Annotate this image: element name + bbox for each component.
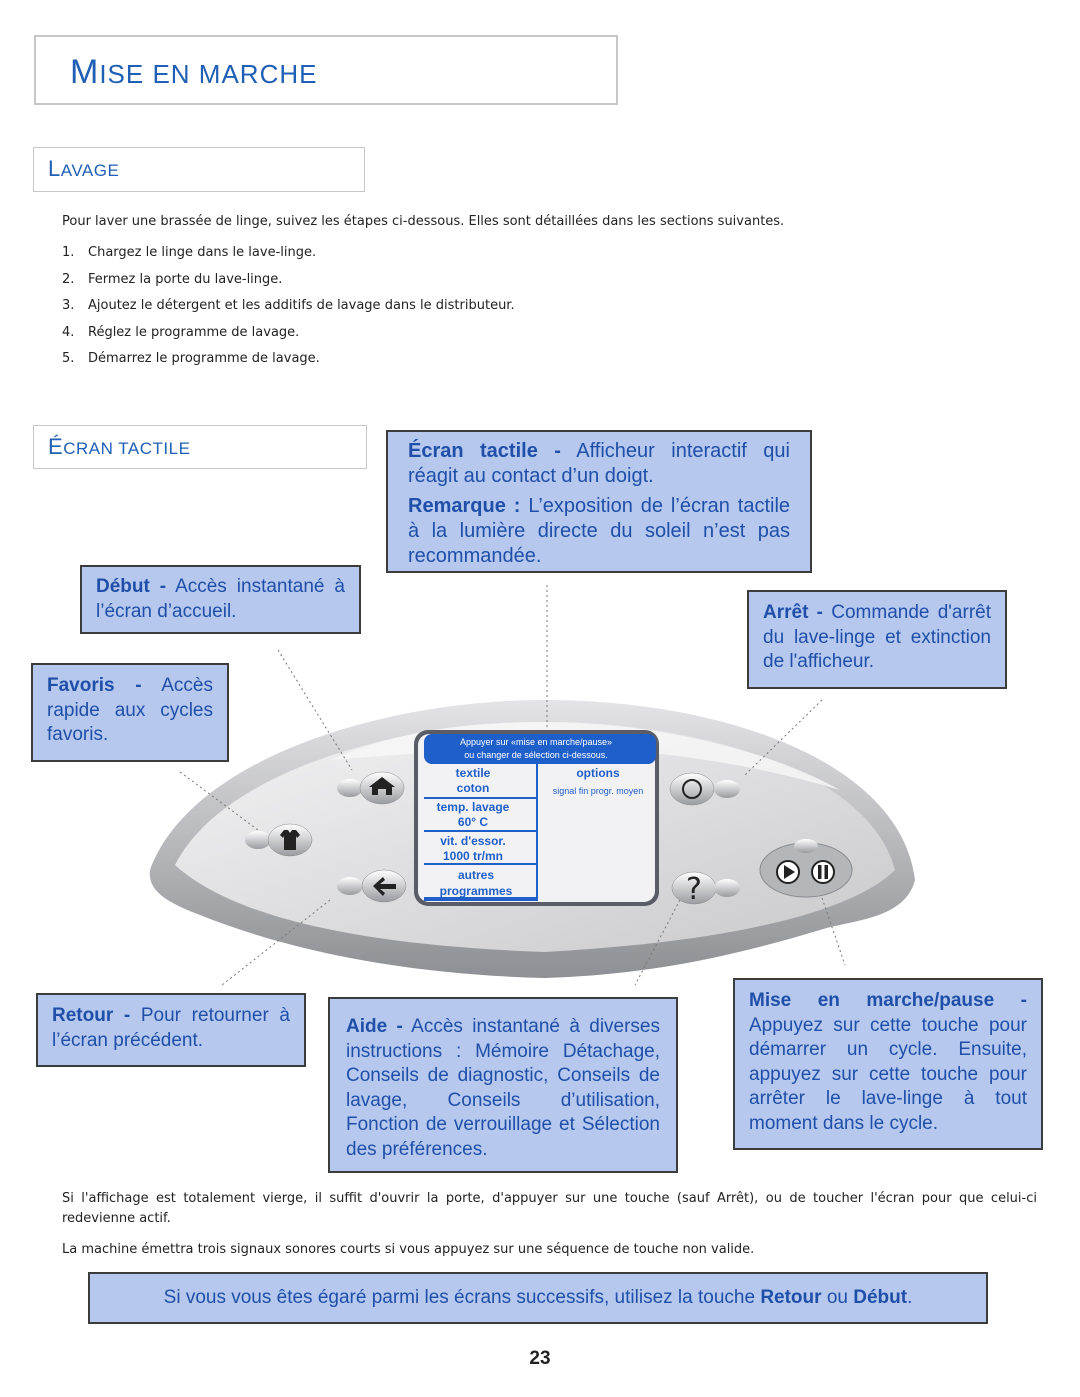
- list-item: 1. Chargez le linge dans le lave-linge.: [62, 245, 515, 272]
- lavage-intro: Pour laver une brassée de linge, suivez …: [62, 214, 785, 229]
- callout-arret: Arrêt - Commande d'arrêt du lave-linge e…: [747, 590, 1007, 689]
- step-number: 1.: [62, 245, 75, 260]
- screen-options-sub: signal fin progr. moyen: [553, 786, 644, 796]
- callout-lead: Aide -: [346, 1016, 403, 1037]
- callout-text: Commande d'arrêt du lave-linge et extinc…: [763, 602, 991, 672]
- home-button[interactable]: [337, 771, 405, 805]
- question-mark-icon: ?: [686, 872, 702, 907]
- callout-lead: Début -: [96, 576, 167, 597]
- callout-mise-en-marche: Mise en marche/pause - Appuyez sur cette…: [733, 978, 1043, 1150]
- callout-text: Pour retourner à l’écran précédent.: [52, 1005, 290, 1051]
- tip-banner: Si vous vous êtes égaré parmi les écrans…: [88, 1272, 988, 1324]
- pause-icon: [818, 865, 828, 879]
- screen-header-line1: Appuyer sur «mise en marche/pause»: [460, 737, 612, 747]
- callout-lead: Arrêt -: [763, 602, 823, 623]
- power-circle-icon: [682, 779, 702, 799]
- callout-favoris: Favoris - Accès rapide aux cycles favori…: [31, 663, 229, 762]
- callout-text: L’exposition de l’écran tactile à la lum…: [408, 495, 791, 567]
- play-icon: [784, 865, 795, 879]
- step-number: 2.: [62, 271, 75, 287]
- lavage-heading-initial: L: [48, 156, 61, 181]
- callout-text: Appuyez sur cette touche pour démarrer u…: [749, 1014, 1027, 1134]
- screen-options-title[interactable]: options: [576, 766, 620, 780]
- callout-lead: Mise en marche/pause -: [749, 990, 1027, 1011]
- callout-debut: Début - Accès instantané à l’écran d’acc…: [80, 565, 361, 634]
- callout-text: Accès instantané à l’écran d’accueil.: [96, 576, 346, 622]
- back-button[interactable]: [337, 869, 407, 903]
- callout-retour: Retour - Pour retourner à l’écran précéd…: [36, 993, 306, 1067]
- callout-text: Accès rapide aux cycles favoris.: [47, 675, 213, 745]
- footer-note-invalid-sequence: La machine émettra trois signaux sonores…: [62, 1242, 755, 1257]
- list-item: 4. Réglez le programme de lavage.: [62, 325, 515, 352]
- home-icon: [369, 777, 395, 795]
- ecran-heading-initial: É: [48, 434, 64, 459]
- page-title: MISE EN MARCHE: [70, 53, 317, 92]
- banner-text: ou: [821, 1287, 854, 1308]
- callout-text: Accès instantané à diverses instructions…: [346, 1016, 661, 1160]
- screen-cell-4-line2[interactable]: programmes: [440, 884, 513, 898]
- list-item: 5. Démarrez le programme de lavage.: [62, 351, 515, 378]
- page-title-rest: ISE EN MARCHE: [99, 59, 318, 89]
- ecran-heading-box: ÉCRAN TACTILE: [33, 425, 367, 469]
- callout-aide: Aide - Accès instantané à diverses instr…: [328, 997, 678, 1173]
- callout-lead: Favoris -: [47, 675, 142, 696]
- step-text: Réglez le programme de lavage.: [88, 324, 300, 340]
- shirt-icon: [280, 830, 300, 850]
- lavage-heading: LAVAGE: [48, 156, 119, 182]
- step-text: Démarrez le programme de lavage.: [88, 351, 320, 366]
- leader-lines: [179, 585, 846, 986]
- screen-header-line2: ou changer de sélection ci-dessous.: [464, 750, 608, 760]
- callout-text: Afficheur interactif qui réagit au conta…: [408, 440, 790, 487]
- title-box: MISE EN MARCHE: [34, 35, 618, 105]
- step-text: Fermez la porte du lave-linge.: [88, 271, 283, 287]
- lavage-heading-box: LAVAGE: [33, 147, 365, 192]
- help-button[interactable]: ?: [671, 871, 740, 907]
- lavage-heading-rest: AVAGE: [60, 161, 120, 180]
- step-number: 4.: [62, 324, 75, 340]
- screen-cell-1-line1[interactable]: textile: [456, 766, 491, 780]
- page-title-initial: M: [70, 53, 100, 91]
- lavage-steps: 1. Chargez le linge dans le lave-linge. 2…: [62, 245, 515, 378]
- list-item: 2. Fermez la porte du lave-linge.: [62, 272, 515, 299]
- favorites-button[interactable]: [245, 823, 313, 857]
- step-number: 3.: [62, 298, 75, 313]
- banner-debut: Début: [853, 1287, 908, 1308]
- callout-lead: Remarque :: [408, 495, 521, 517]
- ecran-heading-rest: CRAN TACTILE: [63, 439, 191, 458]
- page-number: 23: [529, 1348, 551, 1369]
- touch-screen[interactable]: Appuyer sur «mise en marche/pause» ou ch…: [414, 730, 659, 906]
- screen-cell-1-line2[interactable]: coton: [457, 781, 490, 795]
- list-item: 3. Ajoutez le détergent et les additifs d…: [62, 298, 515, 325]
- banner-text: .: [907, 1287, 913, 1308]
- play-pause-button[interactable]: [759, 839, 853, 898]
- screen-cell-3-line1[interactable]: vit. d'essor.: [440, 834, 506, 848]
- banner-retour: Retour: [760, 1287, 822, 1308]
- arret-button[interactable]: [669, 772, 740, 806]
- ecran-heading: ÉCRAN TACTILE: [48, 434, 190, 460]
- footer-note-blank-display: Si l'affichage est totalement vierge, il…: [62, 1191, 1037, 1226]
- step-text: Chargez le linge dans le lave-linge.: [88, 245, 317, 260]
- screen-cell-4-line1[interactable]: autres: [458, 868, 494, 882]
- screen-cell-3-line2[interactable]: 1000 tr/mn: [443, 849, 503, 863]
- callout-lead: Écran tactile -: [408, 440, 561, 462]
- screen-cell-2-line1[interactable]: temp. lavage: [437, 800, 510, 814]
- banner-text: Si vous vous êtes égaré parmi les écrans…: [163, 1287, 761, 1308]
- step-number: 5.: [62, 351, 75, 366]
- screen-cell-2-line2[interactable]: 60° C: [458, 815, 488, 829]
- callout-ecran-tactile: Écran tactile - Afficheur interactif qui…: [386, 430, 812, 573]
- step-text: Ajoutez le détergent et les additifs de …: [88, 298, 515, 313]
- callout-lead: Retour -: [52, 1005, 131, 1026]
- back-arrow-icon: [373, 877, 396, 896]
